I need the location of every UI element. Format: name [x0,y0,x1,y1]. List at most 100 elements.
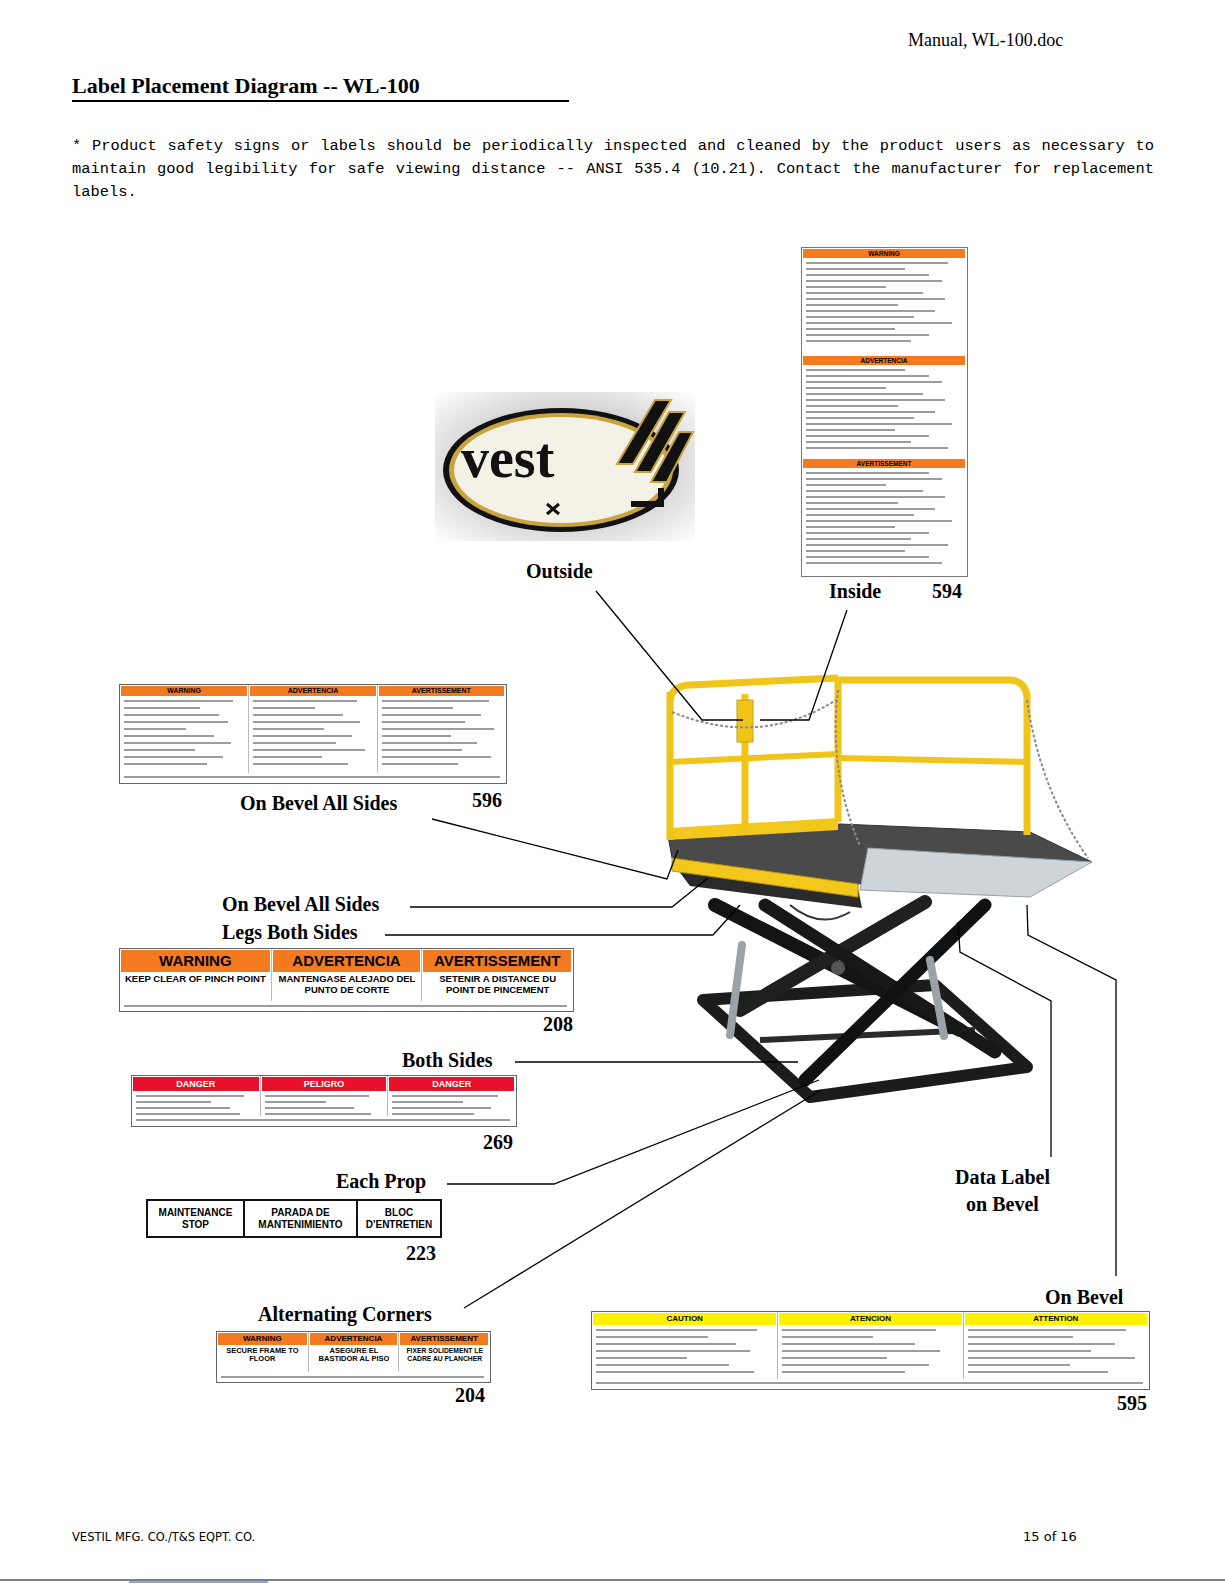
label-header: DANGER [432,1079,471,1089]
leader-line [515,1061,798,1062]
callout-number: 208 [543,1013,573,1036]
text-line-mark [124,776,500,778]
text-line-mark [806,268,905,270]
safety-label: WARNINGADVERTENCIAAVERTISSEMENT [119,684,507,784]
text-line-mark [124,735,214,737]
placement-callout: On Bevel All Sides [240,792,397,815]
label-header-bar: CAUTION [593,1313,776,1325]
text-line-mark [124,1005,567,1007]
text-line-mark [124,749,195,751]
text-line-mark [968,1350,1091,1352]
label-column: ADVERTENCIA ASEGURE EL BASTIDOR AL PISO [308,1332,399,1372]
text-line-mark [253,756,322,758]
text-line-mark [782,1364,929,1366]
label-body: KEEP CLEAR OF PINCH POINT [122,974,269,985]
label-message: KEEP CLEAR OF PINCH POINT [125,973,266,984]
text-line-mark [124,707,200,709]
label-column: DANGER [132,1076,260,1116]
footer-rule [0,1580,1225,1581]
leader-line [1027,905,1116,1276]
logo-mark [631,488,661,504]
logo-mark [547,504,559,514]
callout-number: 596 [472,789,502,812]
text-line-mark [596,1357,687,1359]
callout-number: 223 [406,1242,436,1265]
text-line-mark [265,1101,326,1103]
toe-board [668,818,838,840]
text-line-mark [806,292,923,294]
label-body: ASEGURE EL BASTIDOR AL PISO [311,1347,398,1364]
rail-post [667,692,674,840]
leader-line [596,591,743,720]
text-line-mark [596,1329,757,1331]
text-line-mark [124,763,207,765]
label-header-bar: DANGER [389,1077,514,1091]
label-header: ATTENTION [1033,1314,1078,1323]
placement-callout: Alternating Corners [258,1303,432,1326]
safety-label: DANGERPELIGRODANGER [131,1075,517,1127]
data-label: CAUTIONATENCIONATTENTION [591,1311,1150,1390]
label-column: ADVERTENCIA [248,685,376,773]
text-line-mark [806,478,942,480]
label-header: AVERTISSEMENT [434,952,560,969]
text-line-mark [806,514,914,516]
text-line-mark [806,550,905,552]
text-line-mark [968,1329,1126,1331]
company-footer: VESTIL MFG. CO./T&S EQPT. CO. [72,1530,255,1544]
text-line-mark [136,1113,240,1115]
text-line-mark [968,1336,1073,1338]
text-line-mark [124,742,231,744]
text-line-mark [253,714,343,716]
text-line-mark [968,1364,1070,1366]
text-line-mark [596,1382,1143,1384]
text-line-mark [806,538,911,540]
leader-line [410,878,708,907]
footer-link-rule [129,1582,268,1583]
label-column: ADVERTENCIAMANTENGASE ALEJADO DEL PUNTO … [271,949,422,1001]
text-line-mark [382,763,458,765]
label-header: CAUTION [666,1314,702,1323]
text-line-mark [806,447,948,449]
text-line-mark [136,1095,244,1097]
text-line-mark [136,1107,230,1109]
callout-number: 595 [1117,1392,1147,1415]
logo-wordmark: vest [461,426,554,490]
leader-line [464,1090,821,1308]
label-header: WARNING [159,952,232,969]
text-line-mark [806,328,895,330]
text-line-mark [782,1350,940,1352]
leader-line [385,905,740,935]
text-line-mark [392,1101,463,1103]
label-section: ADVERTENCIA [802,355,966,458]
text-line-mark [806,526,895,528]
text-line-mark [806,490,923,492]
text-line-mark [782,1357,887,1359]
text-line-mark [806,375,929,377]
text-line-mark [392,1113,474,1115]
text-line-mark [806,387,886,389]
text-line-mark [806,286,886,288]
text-line-mark [136,1119,510,1121]
leader-line [760,610,847,720]
safety-label: WARNINGADVERTENCIAAVERTISSEMENT [801,247,968,577]
page-number: 15 of 16 [1023,1529,1077,1544]
label-message: SETENIR A DISTANCE DU POINT DE PINCEMENT [439,973,556,995]
text-line-mark [806,562,942,564]
label-header-bar: ADVERTENCIA [310,1333,398,1345]
label-column: AVERTISSEMENT SETENIR A DISTANCE DU POINT… [421,949,572,1001]
text-line-mark [806,262,948,264]
text-line-mark [382,756,491,758]
label-header-bar: ADVERTENCIA [803,356,965,365]
placement-callout: Data Label on Bevel [945,1164,1060,1218]
label-header: AVERTISSEMENT [857,460,912,467]
text-line-mark [253,707,315,709]
text-line-mark [806,556,929,558]
text-line-mark [136,1101,211,1103]
text-line-mark [382,707,453,709]
label-message: MAINTENANCE STOP [150,1207,241,1230]
callout-number: 594 [932,580,962,603]
text-line-mark [806,496,945,498]
placement-callout: Both Sides [402,1049,493,1072]
text-line-mark [265,1113,371,1115]
text-line-mark [806,520,952,522]
